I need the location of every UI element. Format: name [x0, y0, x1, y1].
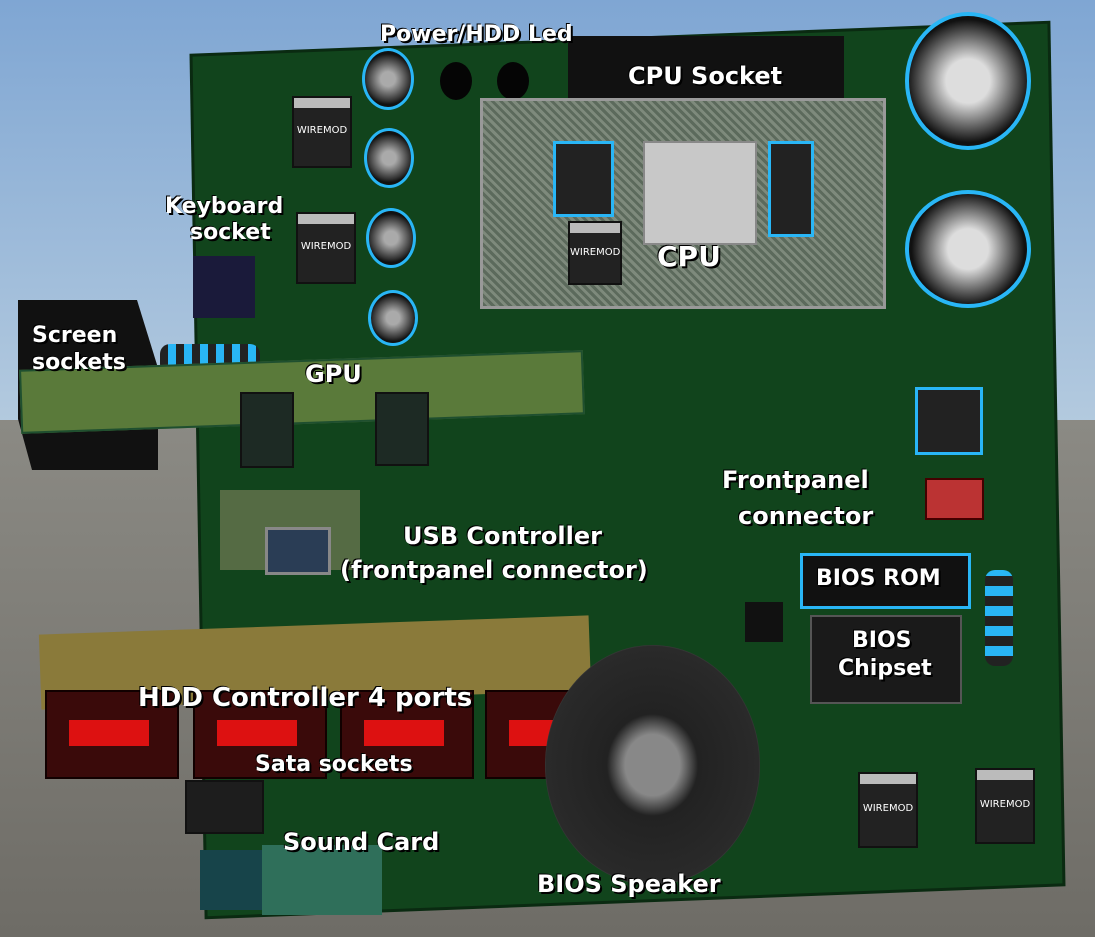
label-bios-chipset-2: Chipset [838, 656, 932, 681]
label-frontpanel-1: Frontpanel [722, 466, 869, 494]
label-cpu: CPU [657, 240, 721, 273]
label-screen-sockets-2: sockets [32, 350, 126, 375]
label-frontpanel-2: connector [738, 502, 873, 530]
capacitor-4 [368, 290, 418, 346]
led-hole-left [440, 62, 472, 100]
cpu-cache-chip [768, 141, 814, 237]
usb-port [265, 527, 331, 575]
label-hdd-controller: HDD Controller 4 ports [138, 683, 472, 713]
gpu-inductor-1 [240, 392, 294, 468]
bios-resistor [985, 570, 1013, 666]
sound-card-block [185, 780, 264, 834]
label-usb-2: (frontpanel connector) [340, 556, 648, 584]
led-hole-right [497, 62, 529, 100]
cpu-die [643, 141, 757, 245]
frontpanel-chip [915, 387, 983, 455]
frontpanel-connector [925, 478, 984, 520]
cpu-regulator-chip [553, 141, 614, 217]
bios-speaker [545, 645, 760, 885]
cpu-board: WIREMOD [480, 98, 886, 309]
regulator-chip-3: WIREMOD [858, 772, 918, 848]
label-screen-sockets-1: Screen [32, 323, 117, 348]
sata-port-3 [364, 720, 444, 746]
label-gpu: GPU [305, 360, 362, 388]
cpu-vrm-chip: WIREMOD [568, 221, 622, 285]
label-power-hdd-led: Power/HDD Led [380, 22, 573, 47]
small-smd-chip [745, 602, 783, 642]
capacitor-2 [364, 128, 414, 188]
label-keyboard-socket-2: socket [190, 220, 271, 245]
regulator-chip-1: WIREMOD [292, 96, 352, 168]
label-bios-speaker: BIOS Speaker [537, 870, 721, 898]
large-capacitor-2 [905, 190, 1031, 308]
sata-port-2 [217, 720, 297, 746]
regulator-chip-4: WIREMOD [975, 768, 1035, 844]
label-usb-1: USB Controller [403, 522, 602, 550]
capacitor-1 [362, 48, 414, 110]
label-cpu-socket: CPU Socket [628, 62, 782, 90]
label-sound-card: Sound Card [283, 828, 439, 856]
label-sata-sockets: Sata sockets [255, 752, 413, 777]
keyboard-socket [193, 256, 255, 318]
capacitor-3 [366, 208, 416, 268]
label-bios-rom: BIOS ROM [816, 566, 941, 591]
large-capacitor-1 [905, 12, 1031, 150]
label-keyboard-socket-1: Keyboard [165, 194, 283, 219]
sound-socket [200, 850, 270, 910]
gpu-inductor-2 [375, 392, 429, 466]
sata-port-1 [69, 720, 149, 746]
label-bios-chipset-1: BIOS [852, 628, 912, 653]
regulator-chip-2: WIREMOD [296, 212, 356, 284]
